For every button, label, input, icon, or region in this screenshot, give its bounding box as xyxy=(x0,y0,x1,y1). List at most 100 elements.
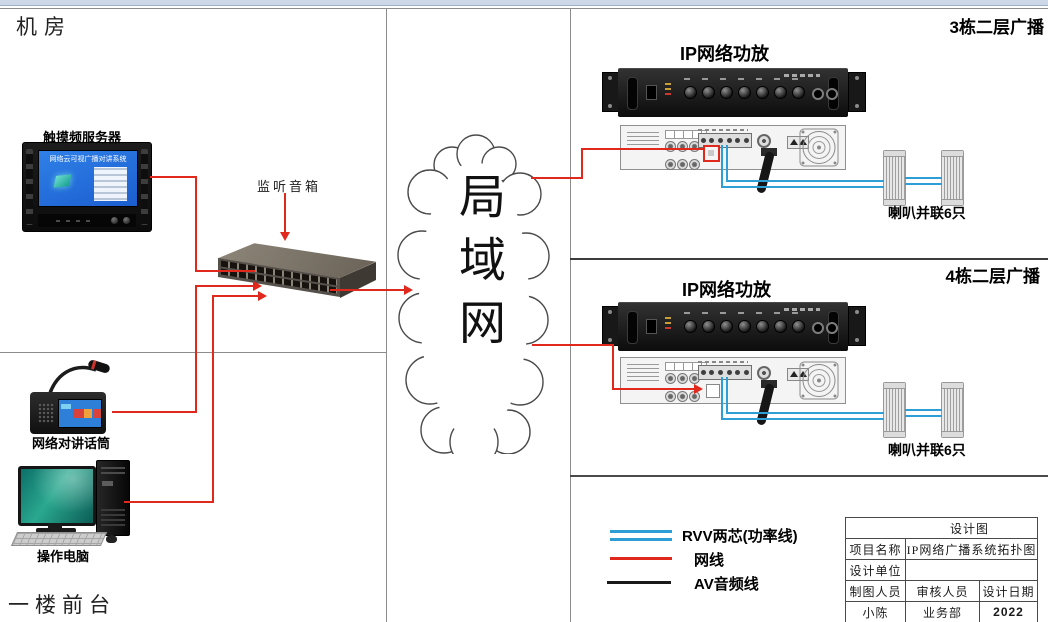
column-speaker xyxy=(941,382,964,438)
legend-av-label: AV音频线 xyxy=(694,576,759,593)
touch-server: 网络云可视广播对讲系统 xyxy=(22,142,152,232)
wire-mic-arrowhead-icon xyxy=(253,281,262,291)
wire-amp1-speakers xyxy=(726,180,884,182)
amp1-front-panel xyxy=(618,68,848,117)
pc-label: 操作电脑 xyxy=(37,549,90,564)
server-rack-strip-left xyxy=(26,149,33,225)
operator-pc xyxy=(10,458,134,548)
amp1-speaker-terminal xyxy=(698,133,752,148)
project-name-label: 项目名称 xyxy=(845,538,906,560)
network-switch xyxy=(218,242,376,302)
wire-amp2-speakers xyxy=(726,377,728,414)
wire-cloud-to-amp2 xyxy=(612,344,614,390)
wire-pc-to-switch xyxy=(212,296,214,503)
wire-cloud-to-amp1 xyxy=(581,148,709,150)
amp1-rack-ear-right xyxy=(848,72,866,112)
wire-switch-to-cloud xyxy=(330,289,404,291)
column-speaker xyxy=(883,150,906,206)
amp2-front-panel xyxy=(618,302,848,351)
wire-amp1-speakers xyxy=(726,145,728,182)
amp2-network-port xyxy=(706,384,720,398)
lan-cloud-label: 局域网 xyxy=(451,172,503,361)
mic-touchscreen xyxy=(58,399,102,428)
legend-av-line-icon xyxy=(607,581,671,584)
legend-rvv-label: RVV两芯(功率线) xyxy=(682,528,798,545)
zone1-title: 3栋二层广播 xyxy=(949,18,1044,37)
design-unit-value xyxy=(905,559,1038,581)
wire-cloud-to-amp2 xyxy=(612,388,696,390)
column-speaker xyxy=(941,150,964,206)
divider-zone1-bottom xyxy=(570,258,1048,260)
server-knob-icon xyxy=(123,217,130,224)
pc-keyboard xyxy=(10,532,108,546)
title-block-title: 设计图 xyxy=(845,517,1038,539)
zone1-speakers-label: 喇叭并联6只 xyxy=(888,205,966,221)
wire-speaker1-speaker2 xyxy=(905,177,942,179)
zone2-amp-label: IP网络功放 xyxy=(682,280,772,300)
wire-amp2-speakers xyxy=(721,418,884,420)
wire-amp2-arrowhead-icon xyxy=(694,384,703,394)
amp2-rack-ear-right xyxy=(848,306,866,346)
zone2-title: 4栋二层广播 xyxy=(945,267,1040,286)
amp2-fan-icon xyxy=(799,361,839,400)
server-screen-logo-icon xyxy=(53,174,72,188)
divider-vertical-right xyxy=(570,9,571,622)
server-screen-title: 网络云可视广播对讲系统 xyxy=(49,156,127,163)
wire-pc-arrowhead-icon xyxy=(258,291,267,301)
column-speaker xyxy=(883,382,906,438)
wire-pc-to-switch xyxy=(212,295,258,297)
server-label: 触摸频服务器 xyxy=(43,130,122,145)
intercom-mic-label: 网络对讲话筒 xyxy=(32,436,111,451)
wire-mic-to-switch xyxy=(195,286,197,413)
date-label: 设计日期 xyxy=(979,580,1038,602)
wire-cloud-to-amp1 xyxy=(581,148,583,179)
design-title-block: 设计图 项目名称 IP网络广播系统拓扑图 设计单位 制图人员 审核人员 设计日期… xyxy=(845,517,1038,622)
monitor-speaker-arrow-line xyxy=(284,193,286,232)
design-unit-label: 设计单位 xyxy=(845,559,906,581)
divider-zone2-bottom xyxy=(570,475,1048,477)
wire-speaker3-speaker4 xyxy=(905,415,942,417)
amp1-network-port-highlight xyxy=(703,145,720,162)
wire-amp2-speakers xyxy=(726,412,884,414)
server-rack-strip-right xyxy=(141,149,148,225)
wire-pc-to-switch xyxy=(124,501,214,503)
wire-cloud-arrowhead-icon xyxy=(404,285,413,295)
amp2-power-switch xyxy=(646,319,657,334)
pc-monitor-screen xyxy=(21,469,93,523)
wire-mic-to-switch xyxy=(112,411,197,413)
wire-speaker1-speaker2 xyxy=(905,183,942,185)
drafter-value: 小陈 xyxy=(845,601,906,622)
front-desk-label: 一楼前台 xyxy=(8,593,116,617)
wire-amp2-speakers xyxy=(721,377,723,420)
pc-mouse-icon xyxy=(106,535,117,543)
wire-mic-to-switch xyxy=(195,285,253,287)
amp1-fuse-icon xyxy=(757,134,771,148)
window-top-strip xyxy=(0,0,1048,6)
wire-cloud-to-amp1 xyxy=(531,177,583,179)
drafter-label: 制图人员 xyxy=(845,580,906,602)
server-knob-icon xyxy=(111,217,118,224)
legend-network-label: 网线 xyxy=(694,552,725,569)
project-name-value: IP网络广播系统拓扑图 xyxy=(905,538,1038,560)
legend-network-line-icon xyxy=(610,557,672,560)
server-control-strip xyxy=(38,214,136,227)
zone1-amp-label: IP网络功放 xyxy=(680,44,770,64)
wire-speaker3-speaker4 xyxy=(905,409,942,411)
amp1-rear-panel xyxy=(620,125,846,194)
amp2-rear-panel xyxy=(620,357,846,426)
zone2-speakers-label: 喇叭并联6只 xyxy=(888,442,966,458)
reviewer-value: 业务部 xyxy=(905,601,980,622)
amp2-handle-left-icon xyxy=(627,311,638,344)
divider-machine-room xyxy=(0,352,386,353)
machine-room-label: 机房 xyxy=(16,15,72,39)
pc-monitor-base xyxy=(36,528,76,533)
server-screen: 网络云可视广播对讲系统 xyxy=(38,150,138,207)
mic-speaker-grille-icon xyxy=(38,403,54,423)
pc-monitor-neck xyxy=(48,523,62,529)
wire-amp1-speakers xyxy=(721,186,884,188)
pc-monitor xyxy=(18,466,96,526)
date-value: 2022 xyxy=(979,601,1038,622)
reviewer-label: 审核人员 xyxy=(905,580,980,602)
lan-cloud xyxy=(397,134,550,454)
